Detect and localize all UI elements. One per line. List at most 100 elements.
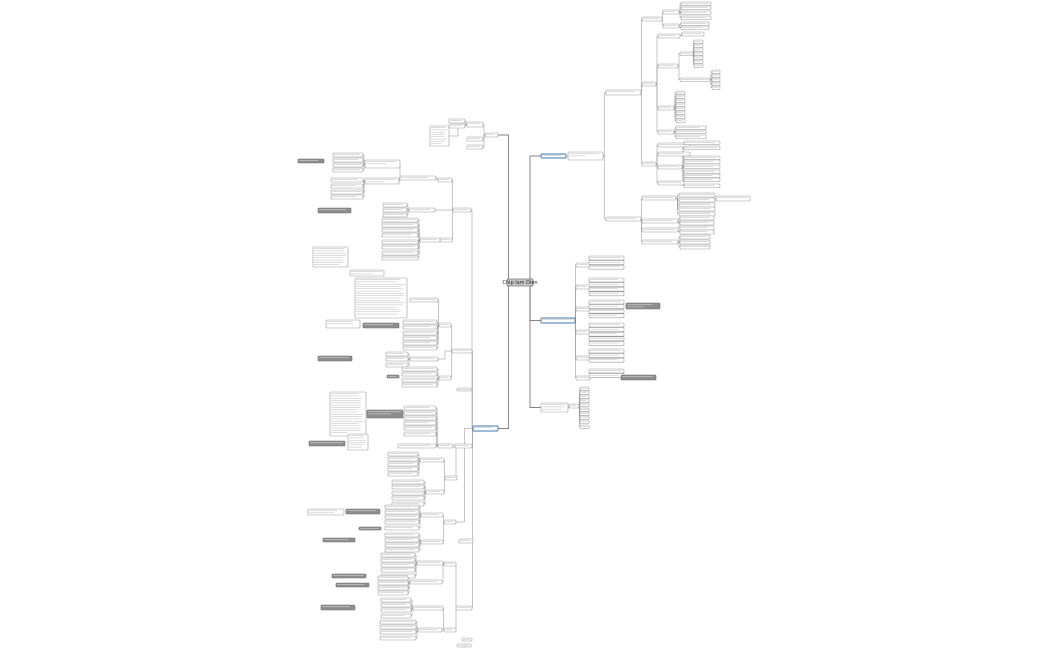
topic-node[interactable] — [401, 382, 438, 388]
topic-node[interactable] — [458, 538, 474, 544]
topic-node[interactable] — [693, 43, 704, 48]
topic-node[interactable] — [680, 5, 712, 10]
topic-node[interactable] — [605, 89, 642, 96]
topic-node[interactable] — [382, 207, 408, 213]
topic-node[interactable] — [444, 475, 458, 481]
topic-node[interactable] — [332, 162, 364, 168]
topic-node[interactable] — [675, 134, 707, 139]
accent-node[interactable] — [461, 637, 473, 642]
topic-node[interactable] — [381, 227, 419, 233]
topic-node[interactable] — [675, 129, 707, 134]
accent-node[interactable] — [456, 387, 472, 392]
topic-node[interactable] — [381, 232, 419, 238]
topic-node[interactable] — [679, 225, 715, 231]
topic-node[interactable] — [380, 557, 416, 563]
topic-node[interactable] — [679, 244, 711, 250]
note-callout[interactable] — [345, 508, 381, 515]
topic-node[interactable] — [443, 561, 457, 567]
topic-node[interactable] — [662, 23, 680, 29]
accent-node[interactable] — [456, 643, 472, 648]
topic-node[interactable] — [419, 237, 441, 243]
topic-node[interactable] — [679, 229, 715, 235]
topic-node[interactable] — [380, 607, 412, 613]
note-callout[interactable] — [335, 582, 370, 588]
topic-node[interactable] — [466, 144, 484, 150]
topic-node[interactable] — [693, 47, 704, 52]
note-callout[interactable] — [331, 573, 367, 579]
topic-node[interactable] — [641, 239, 679, 245]
topic-node[interactable] — [380, 613, 412, 619]
topic-node[interactable] — [401, 377, 438, 383]
topic-node[interactable] — [693, 51, 704, 56]
topic-node[interactable] — [678, 192, 716, 198]
topic-node[interactable] — [579, 386, 590, 391]
topic-node[interactable] — [437, 443, 454, 449]
note-callout[interactable] — [620, 374, 657, 381]
topic-node[interactable] — [384, 504, 420, 510]
topic-node[interactable] — [641, 195, 677, 201]
topic-node[interactable] — [384, 525, 420, 531]
topic-node[interactable] — [380, 567, 416, 573]
topic-node[interactable] — [588, 308, 625, 314]
topic-node[interactable] — [579, 411, 590, 416]
topic-node[interactable] — [579, 394, 590, 399]
topic-node[interactable] — [657, 142, 691, 148]
topic-node[interactable] — [588, 327, 625, 332]
topic-node[interactable] — [675, 102, 686, 107]
topic-node[interactable] — [402, 340, 438, 346]
topic-node[interactable] — [678, 211, 716, 217]
note-callout[interactable] — [625, 302, 661, 310]
topic-node[interactable] — [575, 284, 591, 290]
topic-node[interactable] — [403, 410, 437, 416]
topic-node[interactable] — [391, 490, 425, 496]
topic-node[interactable] — [681, 31, 705, 37]
topic-node[interactable] — [588, 348, 625, 354]
topic-node[interactable] — [403, 431, 437, 437]
topic-node[interactable] — [330, 189, 364, 195]
topic-node[interactable] — [588, 341, 625, 346]
topic-node[interactable] — [588, 299, 625, 305]
topic-node[interactable] — [683, 169, 721, 174]
topic-node[interactable] — [680, 25, 710, 30]
topic-node[interactable] — [385, 351, 409, 357]
topic-node[interactable] — [662, 9, 680, 15]
topic-node[interactable] — [443, 627, 457, 633]
topic-node[interactable] — [452, 207, 472, 213]
topic-node[interactable] — [575, 375, 591, 381]
topic-node[interactable] — [657, 164, 683, 170]
topic-node[interactable] — [711, 85, 721, 90]
topic-node[interactable] — [379, 635, 417, 641]
topic-node[interactable] — [332, 157, 364, 163]
topic-node[interactable] — [391, 484, 425, 490]
topic-node[interactable] — [588, 264, 625, 270]
topic-node[interactable] — [429, 125, 450, 147]
topic-node[interactable] — [381, 250, 419, 256]
topic-node[interactable] — [679, 239, 711, 245]
topic-node[interactable] — [384, 532, 420, 538]
topic-node[interactable] — [380, 597, 412, 603]
note-callout[interactable] — [362, 322, 400, 329]
topic-node[interactable] — [466, 136, 484, 142]
topic-node[interactable] — [679, 234, 711, 240]
topic-node[interactable] — [675, 125, 707, 130]
topic-node[interactable] — [387, 471, 419, 477]
topic-node[interactable] — [484, 132, 499, 138]
topic-node[interactable] — [385, 356, 409, 362]
topic-node[interactable] — [588, 336, 625, 342]
topic-node[interactable] — [384, 537, 420, 543]
topic-node[interactable] — [683, 183, 721, 188]
topic-node[interactable] — [657, 180, 685, 186]
topic-node[interactable] — [675, 118, 686, 123]
topic-node[interactable] — [381, 222, 419, 228]
topic-node[interactable] — [387, 461, 419, 467]
topic-node[interactable] — [387, 466, 419, 472]
topic-node[interactable] — [683, 164, 721, 169]
topic-node[interactable] — [384, 514, 420, 520]
topic-node[interactable] — [381, 244, 419, 250]
topic-node[interactable] — [402, 324, 438, 330]
note-callout[interactable] — [297, 158, 325, 164]
topic-node[interactable] — [579, 407, 590, 412]
topic-node[interactable] — [349, 269, 385, 277]
topic-node[interactable] — [575, 262, 591, 268]
topic-node[interactable] — [588, 260, 625, 265]
